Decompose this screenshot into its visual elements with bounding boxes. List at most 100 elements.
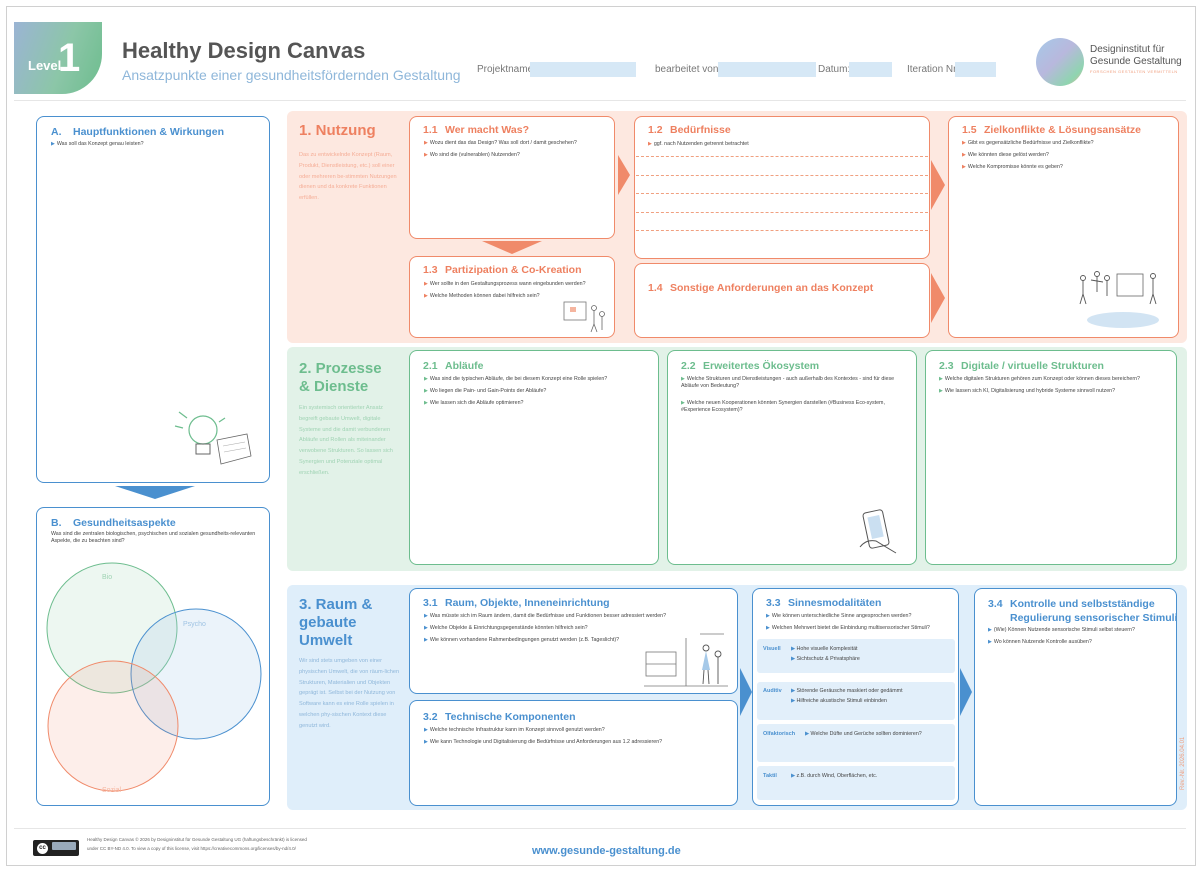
box-2-2-q2-text: Welche neuen Kooperationen könnten Syner…: [681, 400, 885, 414]
workshop-sketch-icon: [563, 301, 605, 333]
box-3-2-title: Technische Komponenten: [445, 711, 576, 723]
arrow-a-to-b-icon: [115, 486, 195, 499]
sense-visual-items: ▶ Hohe visuelle Komplexität▶ Sichtschutz…: [791, 646, 860, 662]
box-a-main-functions[interactable]: [36, 116, 270, 483]
license-line-2: under CC BY-ND 4.0. To view a copy of th…: [87, 846, 296, 851]
sense-visual-item-2: Sichtschutz & Privatsphäre: [796, 656, 860, 662]
box-1-2-title: Bedürfnisse: [670, 124, 731, 136]
sense-auditory-item-2: Hilfreiche akustische Stimuli einbinden: [796, 698, 887, 704]
box-2-3-num: 2.3: [939, 360, 954, 372]
box-3-1-q1-text: Was müsste sich im Raum ändern, damit di…: [429, 613, 667, 619]
cc-license-icon[interactable]: cc: [33, 840, 79, 856]
box-3-1-num: 3.1: [423, 597, 438, 609]
box-1-5-title: Zielkonflikte & Lösungsansätze: [984, 124, 1141, 136]
editor-field[interactable]: [718, 62, 816, 77]
box-1-1-q2-text: Wo sind die (vulnerablen) Nutzenden?: [429, 152, 520, 158]
box-3-3-q1: ▶Wie können unterschiedliche Sinne anges…: [766, 613, 912, 619]
page-title: Healthy Design Canvas: [122, 38, 366, 63]
box-2-2-q1-text: Welche Strukturen und Dienstleistungen -…: [681, 376, 895, 390]
box-3-3-q2: ▶Welchen Mehrwert bietet die Einbindung …: [766, 625, 930, 631]
sense-visual-row[interactable]: Visuell ▶ Hohe visuelle Komplexität▶ Sic…: [757, 639, 955, 673]
box-3-2-q1: ▶Welche technische Infrastruktur kann im…: [424, 727, 605, 733]
box-2-2-q1: ▶Welche Strukturen und Dienstleistungen …: [681, 376, 895, 390]
sense-olfactory-label: Olfaktorisch: [763, 731, 796, 737]
level-badge: Level 1: [14, 22, 102, 94]
box-1-2[interactable]: [634, 116, 930, 259]
box-1-1-num: 1.1: [423, 124, 438, 136]
box-1-3-q2-text: Welche Methoden können dabei hilfreich s…: [429, 293, 540, 299]
venn-bio-label: Bio: [102, 574, 113, 581]
box-2-3-q2: ▶Wie lassen sich KI, Digitalisierung und…: [939, 388, 1116, 394]
box-1-1[interactable]: [409, 116, 615, 239]
box-b-health-aspects[interactable]: [36, 507, 270, 806]
box-2-1-q3-text: Wie lassen sich die Abläufe optimieren?: [429, 400, 524, 406]
sense-auditory-items: ▶ Störende Geräusche maskiert oder gedäm…: [791, 688, 903, 704]
box-a-num: A.: [51, 126, 62, 138]
box-1-3[interactable]: [409, 256, 615, 338]
box-1-4[interactable]: [634, 263, 930, 338]
box-a-title: Hauptfunktionen & Wirkungen: [73, 126, 224, 138]
box-2-1-q3: ▶Wie lassen sich die Abläufe optimieren?: [424, 400, 524, 406]
arrow-1-1-to-1-3-icon: [482, 241, 542, 254]
box-1-2-num: 1.2: [648, 124, 663, 136]
box-1-3-q1: ▶Wer sollte in den Gestaltungsprozess wa…: [424, 281, 586, 287]
box-3-2[interactable]: [409, 700, 738, 806]
box-2-1-q2: ▶Wo liegen die Pain- und Gain-Points der…: [424, 388, 547, 394]
sense-olfactory-item-1: Welche Düfte und Gerüche sollten dominie…: [810, 731, 922, 737]
website-link[interactable]: www.gesunde-gestaltung.de: [532, 845, 681, 857]
box-2-2-title: Erweitertes Ökosystem: [703, 360, 820, 372]
box-1-3-q1-text: Wer sollte in den Gestaltungsprozess wan…: [429, 281, 586, 287]
project-name-field[interactable]: [530, 62, 636, 77]
box-1-5-q3-text: Welche Kompromisse könnte es geben?: [967, 164, 1063, 170]
section-3-title-l3: Umwelt: [299, 632, 353, 649]
box-1-1-heading: 1.1 Wer macht Was?: [423, 124, 529, 136]
sense-tactile-label: Taktil: [763, 773, 777, 779]
iteration-field[interactable]: [955, 62, 996, 77]
box-1-3-q2: ▶Welche Methoden können dabei hilfreich …: [424, 293, 540, 299]
sense-olfactory-items: ▶ Welche Düfte und Gerüche sollten domin…: [805, 731, 922, 737]
box-2-1-q1: ▶Was sind die typischen Abläufe, die bei…: [424, 376, 608, 382]
box-3-1[interactable]: [409, 588, 738, 694]
box-1-1-title: Wer macht Was?: [445, 124, 530, 136]
needs-line-4: [636, 212, 928, 213]
box-a-heading: A. Hauptfunktionen & Wirkungen: [51, 126, 224, 138]
box-1-1-q1-text: Wozu dient das das Design? Was soll dort…: [429, 140, 577, 146]
box-3-1-q2-text: Welche Objekte & Einrichtungsgegenstände…: [429, 625, 588, 631]
section-2-title: 2. Prozesse& Dienste: [299, 360, 382, 396]
section-1-title: 1. Nutzung: [299, 122, 376, 139]
box-3-1-q2: ▶Welche Objekte & Einrichtungsgegenständ…: [424, 625, 588, 631]
box-a-question: ▶Was soll das Konzept genau leisten?: [51, 141, 144, 147]
sense-tactile-row[interactable]: Taktil ▶ z.B. durch Wind, Oberflächen, e…: [757, 766, 955, 800]
project-name-label: Projektname:: [477, 64, 536, 75]
box-2-3-q1: ▶Welche digitalen Strukturen gehören zum…: [939, 376, 1140, 382]
box-1-5[interactable]: [948, 116, 1179, 338]
box-1-5-q2: ▶Wie könnten diese gelöst werden?: [962, 152, 1049, 158]
sense-tactile-items: ▶ z.B. durch Wind, Oberflächen, etc.: [791, 773, 878, 779]
sense-auditory-row[interactable]: Auditiv ▶ Störende Geräusche maskiert od…: [757, 682, 955, 720]
institute-logo-text: Designinstitut für Gesunde Gestaltung: [1090, 44, 1182, 68]
box-2-1[interactable]: [409, 350, 659, 565]
box-3-4-q2-text: Wo können Nutzende Kontrolle ausüben?: [993, 639, 1092, 645]
sense-tactile-item-1: z.B. durch Wind, Oberflächen, etc.: [796, 773, 878, 779]
iteration-label: Iteration Nr.:: [907, 64, 962, 75]
section-1-description: Das zu entwickelnde Konzept (Raum, Produ…: [299, 152, 397, 202]
box-1-5-q2-text: Wie könnten diese gelöst werden?: [967, 152, 1049, 158]
arrow-3-3-to-3-4-icon: [960, 668, 972, 716]
venn-sozial-label: Sozial: [102, 787, 122, 794]
box-1-1-q2: ▶Wo sind die (vulnerablen) Nutzenden?: [424, 152, 520, 158]
license-line-1: Healthy Design Canvas © 2026 by Designin…: [87, 837, 307, 842]
box-2-3-title: Digitale / virtuelle Strukturen: [961, 360, 1104, 372]
box-3-4[interactable]: [974, 588, 1177, 806]
date-field[interactable]: [849, 62, 892, 77]
box-2-3[interactable]: [925, 350, 1177, 565]
needs-line-5: [636, 230, 928, 231]
sense-olfactory-row[interactable]: Olfaktorisch ▶ Welche Düfte und Gerüche …: [757, 724, 955, 762]
needs-line-1: [636, 156, 928, 157]
sense-visual-item-1: Hohe visuelle Komplexität: [796, 646, 858, 652]
arrow-1-2-to-1-5-icon: [931, 160, 945, 210]
